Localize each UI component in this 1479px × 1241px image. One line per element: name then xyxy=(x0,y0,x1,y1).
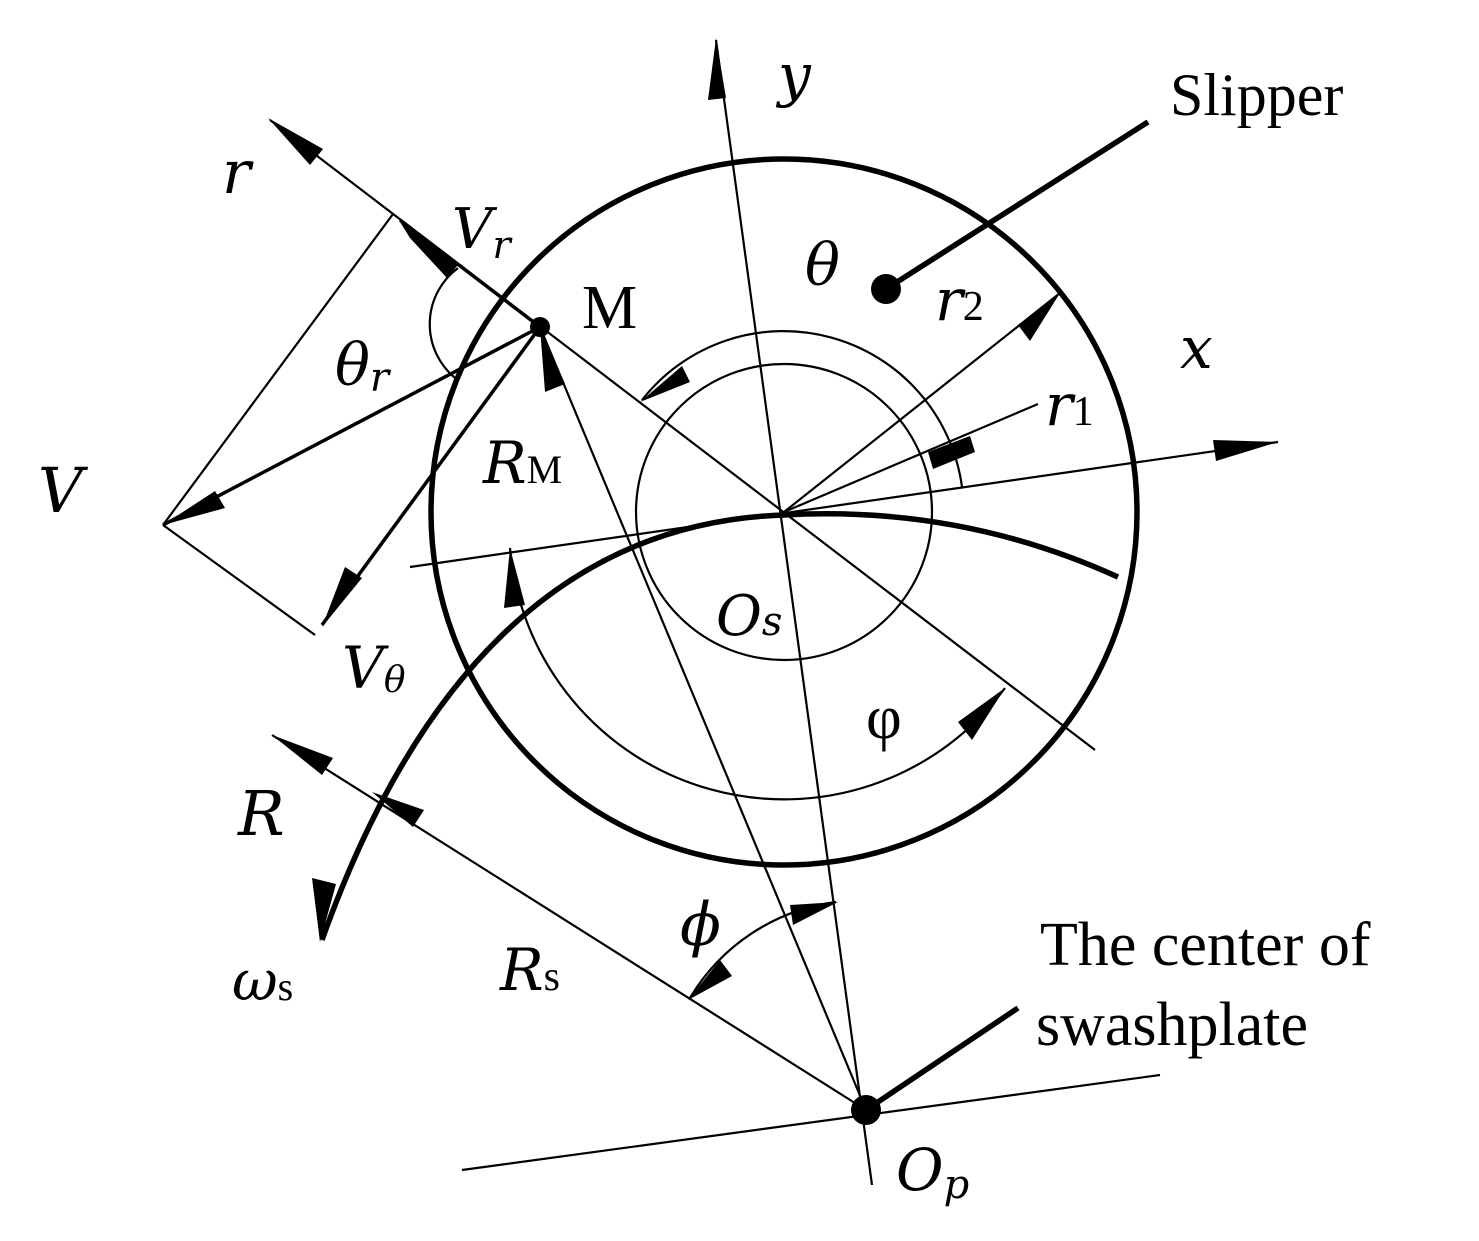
vtheta-vector xyxy=(320,325,542,627)
label-r: r xyxy=(222,138,254,208)
label-r2: r2 xyxy=(935,266,984,334)
phi-arrowhead-left xyxy=(688,960,732,1000)
label-varphi: φ xyxy=(866,684,902,752)
label-theta-r-base: θ xyxy=(335,331,370,399)
theta-arc-arrowhead xyxy=(640,366,690,402)
label-theta-r: θr xyxy=(335,331,392,401)
label-slipper: Slipper xyxy=(1170,62,1343,128)
label-x: x xyxy=(1180,314,1213,382)
label-center-line1: The center of xyxy=(1040,911,1371,979)
varphi-arc xyxy=(508,547,1006,801)
point-m xyxy=(530,317,550,337)
label-v: V xyxy=(38,454,89,527)
varphi-arrowhead-right xyxy=(958,688,1005,740)
label-vr-sub: r xyxy=(492,223,513,267)
label-vtheta: Vθ xyxy=(342,634,406,702)
y-axis-arrowhead xyxy=(708,38,726,100)
vr-vector xyxy=(398,218,542,329)
phi-arrowhead-right xyxy=(790,902,838,925)
label-y: y xyxy=(775,41,812,109)
label-rs: Rs xyxy=(499,936,560,1004)
r-axis-arrowhead xyxy=(268,118,323,165)
label-r2-sub: 2 xyxy=(963,284,984,330)
r2-radius xyxy=(783,292,1061,513)
label-os-sub: s xyxy=(762,599,783,645)
label-vtheta-base: V xyxy=(342,634,389,702)
label-rs-base: R xyxy=(499,936,544,1004)
label-theta: θ xyxy=(805,231,840,299)
theta-arc xyxy=(641,330,964,488)
label-phi: ϕ xyxy=(680,890,721,960)
r1-radius xyxy=(783,402,1039,514)
label-m: M xyxy=(582,274,637,342)
theta-r-arc xyxy=(428,267,459,379)
label-os-base: O xyxy=(716,584,762,649)
parallelogram-edge-bottom xyxy=(162,524,316,636)
label-os: Os xyxy=(716,584,782,649)
swashplate-center-pointer xyxy=(864,1005,1020,1113)
label-r1: r1 xyxy=(1045,371,1094,439)
label-r-big: R xyxy=(237,777,285,850)
label-theta-r-sub: r xyxy=(370,355,392,401)
vr-arrowhead xyxy=(400,222,458,278)
label-vr-base: V xyxy=(452,197,498,262)
label-omega-sub: s xyxy=(278,964,294,1009)
label-omega-base: ω xyxy=(232,949,278,1014)
label-op: Op xyxy=(896,1136,969,1208)
y-axis xyxy=(714,39,874,1186)
v-arrowhead xyxy=(163,491,225,525)
slipper-outer-circle xyxy=(428,156,1140,868)
slipper-inner-circle xyxy=(634,362,934,662)
point-op xyxy=(851,1095,881,1125)
label-center-line2: swashplate xyxy=(1036,991,1308,1059)
rs-line xyxy=(271,734,867,1111)
swashplate-tangent xyxy=(461,1073,1161,1172)
label-r1-base: r xyxy=(1045,371,1076,439)
label-op-base: O xyxy=(896,1136,944,1204)
label-rs-sub: s xyxy=(544,954,560,1000)
rm-vector xyxy=(538,326,868,1111)
rm-arrowhead xyxy=(540,327,565,392)
label-rm-base: R xyxy=(482,429,527,497)
label-r1-sub: 1 xyxy=(1073,389,1094,435)
omega-arrowhead xyxy=(312,878,336,942)
varphi-arrowhead-left xyxy=(504,548,525,608)
rs-arrowhead xyxy=(272,735,333,775)
vtheta-arrowhead xyxy=(322,567,362,627)
label-rm-sub: M xyxy=(527,447,563,492)
label-rm: RM xyxy=(482,429,562,497)
parallelogram-edge-top xyxy=(162,213,394,526)
slipper-dot xyxy=(871,274,901,304)
x-axis xyxy=(409,440,1279,569)
label-op-sub: p xyxy=(944,1162,970,1208)
swashplate-arc xyxy=(319,511,1120,941)
r1-arrowhead xyxy=(928,436,975,469)
label-vtheta-sub: θ xyxy=(384,660,406,701)
r2-arrowhead xyxy=(1018,293,1060,341)
label-r2-base: r xyxy=(935,266,966,334)
v-vector xyxy=(162,325,541,527)
slipper-pointer xyxy=(884,119,1150,292)
label-vr: Vr xyxy=(452,197,513,267)
label-omega-s: ωs xyxy=(232,949,293,1014)
x-axis-arrowhead xyxy=(1213,440,1278,461)
